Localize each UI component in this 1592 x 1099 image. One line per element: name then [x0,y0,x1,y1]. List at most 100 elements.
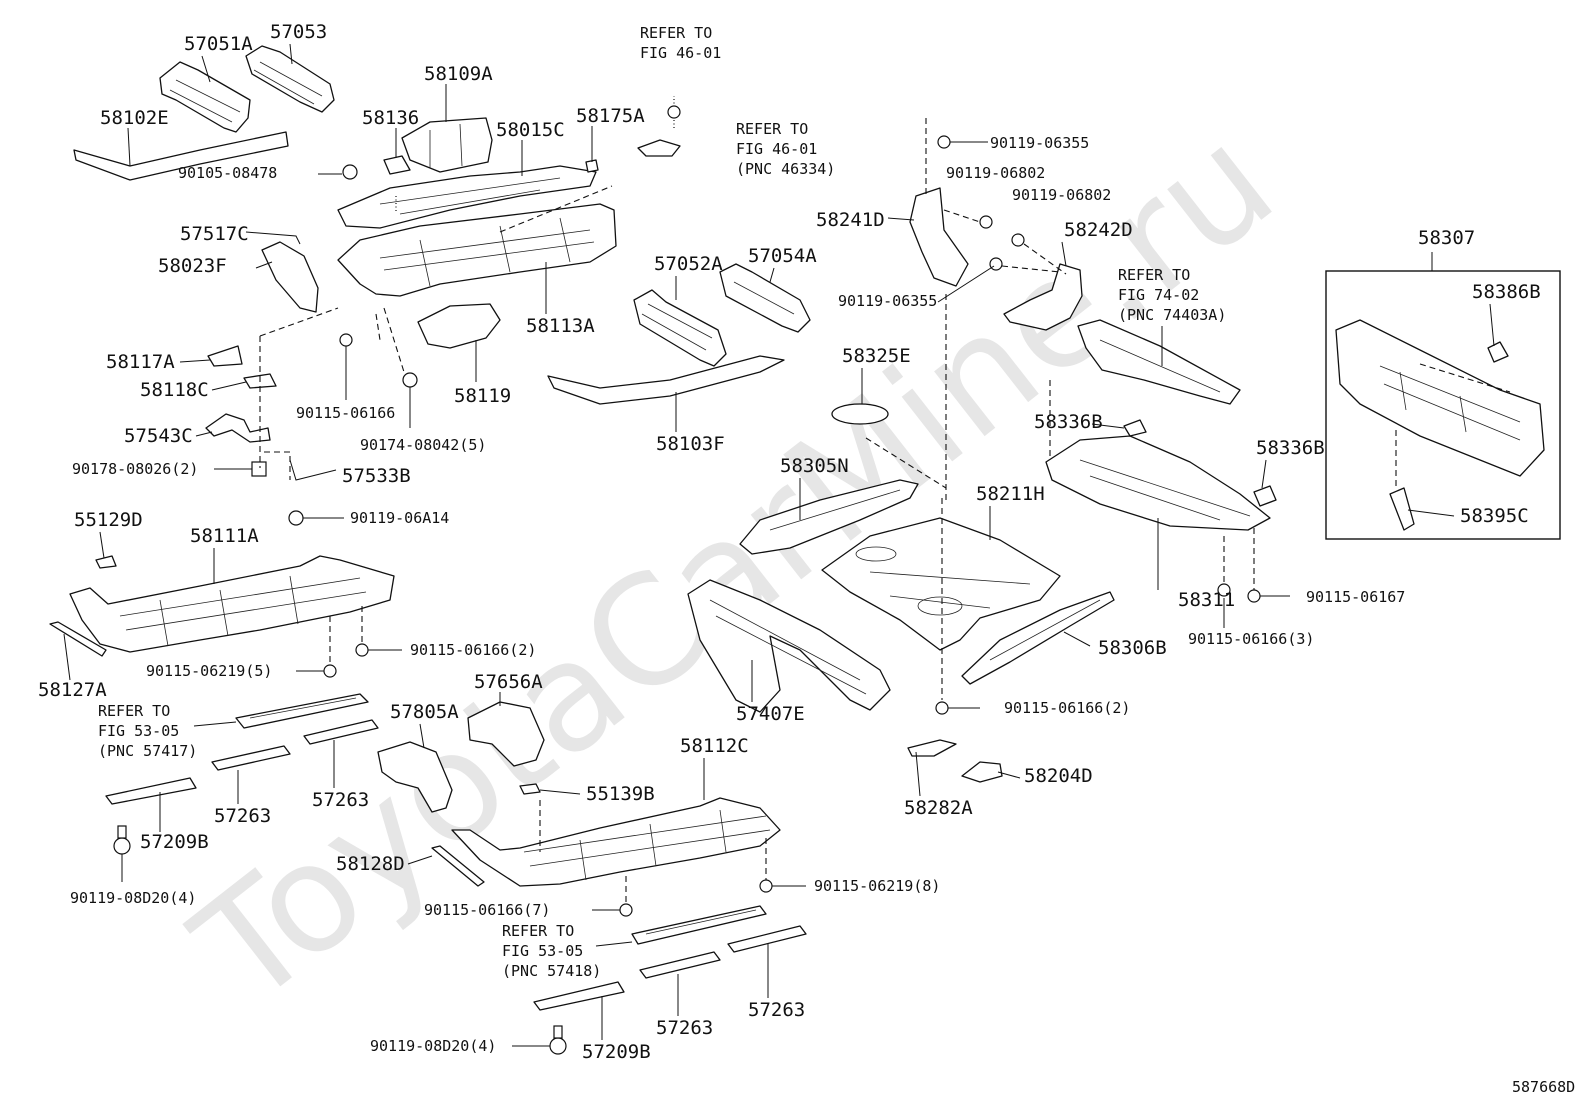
part-58395C[interactable] [1389,487,1415,531]
part-57051A[interactable] [159,61,251,133]
fastener-90115-06166-2b[interactable] [935,701,980,715]
part-57263-b[interactable] [211,745,291,771]
part-58109A[interactable] [401,117,493,173]
label-90119-06355-a: 90119-06355 [990,134,1089,152]
part-57209B-b[interactable] [533,981,625,1011]
part-57407E[interactable] [687,579,891,713]
fastener-90115-06167[interactable] [1247,589,1290,603]
label-refer-53-b-3: (PNC 57418) [502,962,601,980]
fastener-90115-06166-7[interactable] [592,903,633,917]
label-90174-08042: 90174-08042(5) [360,436,486,454]
label-58305N: 58305N [780,455,849,477]
label-refer-74-1: REFER TO [1118,266,1190,284]
diagram-code: 587668D [1512,1078,1575,1096]
label-57052A: 57052A [654,253,723,275]
label-90115-06219-5: 90115-06219(5) [146,662,272,680]
part-58103F[interactable] [547,355,785,405]
part-58102E[interactable] [73,131,289,181]
fastener-90115-06219-5[interactable] [296,664,337,678]
part-58305N[interactable] [739,479,919,555]
label-refer-46-b-3: (PNC 46334) [736,160,835,178]
part-58023F[interactable] [261,241,319,313]
fastener-90119-06802-b[interactable] [1011,233,1025,247]
part-58119[interactable] [417,303,501,349]
part-57263-d[interactable] [727,925,807,953]
part-58386B[interactable] [1487,341,1509,363]
fastener-90178-08026[interactable] [214,461,267,477]
part-58336B-a[interactable] [1123,419,1147,437]
fastener-90119-06355-b[interactable] [989,257,1003,271]
label-90119-06802-a: 90119-06802 [946,164,1045,182]
part-58336B-b[interactable] [1253,485,1277,507]
fastener-90115-06166-3[interactable] [1217,583,1231,597]
part-58128D[interactable] [431,845,485,887]
part-57805A[interactable] [377,741,453,813]
label-57051A: 57051A [184,33,253,55]
part-57053[interactable] [245,45,335,113]
label-57407E: 57407E [736,703,805,725]
label-57263-c: 57263 [656,1017,713,1039]
part-55129D[interactable] [95,555,117,569]
part-58311[interactable] [1045,435,1271,531]
fastener-90105-08478[interactable] [318,164,358,180]
part-58136[interactable] [383,155,411,175]
part-57533B[interactable] [289,459,337,481]
part-58211H[interactable] [821,517,1061,651]
fastener-90119-06A14[interactable] [288,510,344,526]
label-57656A: 57656A [474,671,543,693]
part-58111A[interactable] [69,555,395,653]
part-58242D[interactable] [1003,263,1083,331]
fastener-90115-06166-a[interactable] [339,333,353,400]
fastener-90119-08D20-b[interactable] [512,1025,567,1055]
part-rocker-57418[interactable] [631,905,767,945]
part-58204D[interactable] [961,761,1003,783]
label-90115-06166-2b: 90115-06166(2) [1004,699,1130,717]
fastener-90115-06219-8[interactable] [759,879,806,893]
part-58241D[interactable] [909,187,969,287]
part-58306B[interactable] [961,591,1115,685]
assembly-58307-box [1325,270,1561,540]
part-58282A[interactable] [907,739,957,757]
part-57052A[interactable] [633,289,727,367]
fastener-90119-06802-a[interactable] [979,215,993,229]
label-90115-06166-2a: 90115-06166(2) [410,641,536,659]
fastener-90119-08D20-a[interactable] [113,825,131,882]
label-refer-53-b-2: FIG 53-05 [502,942,583,960]
fastener-90174-08042[interactable] [402,372,418,428]
part-rocker-57417[interactable] [235,693,369,729]
label-refer-46-a-2: FIG 46-01 [640,44,721,62]
part-58175A[interactable] [585,159,599,173]
fastener-refer-46-01[interactable] [637,105,681,157]
label-58175A: 58175A [576,105,645,127]
label-57263-d: 57263 [748,999,805,1021]
part-57263-a[interactable] [303,719,379,745]
part-55139B[interactable] [519,783,541,795]
label-58282A: 58282A [904,797,973,819]
label-refer-46-b-1: REFER TO [736,120,808,138]
part-57656A[interactable] [467,701,545,767]
label-58015C: 58015C [496,119,565,141]
part-58307-panel[interactable] [1335,319,1545,477]
label-58117A: 58117A [106,351,175,373]
label-58112C: 58112C [680,735,749,757]
part-58325E[interactable] [831,403,889,425]
part-58127A[interactable] [49,621,107,657]
part-58112C[interactable] [451,797,781,887]
label-57263-a: 57263 [312,789,369,811]
part-57209B-a[interactable] [105,777,197,805]
label-58113A: 58113A [526,315,595,337]
fastener-90115-06166-2a[interactable] [355,643,402,657]
part-58113A[interactable] [337,203,617,297]
label-90115-06219-8: 90115-06219(8) [814,877,940,895]
label-57805A: 57805A [390,701,459,723]
part-57517C[interactable] [245,231,301,245]
label-58136: 58136 [362,107,419,129]
part-57054A[interactable] [719,263,811,333]
fastener-90119-06355-a[interactable] [937,135,988,149]
part-trim-74403A[interactable] [1077,319,1241,405]
part-57263-c[interactable] [639,951,721,979]
part-58015C[interactable] [337,165,597,229]
part-58117A[interactable] [207,345,243,367]
part-57543C[interactable] [205,413,271,443]
label-90119-08D20-a: 90119-08D20(4) [70,889,196,907]
